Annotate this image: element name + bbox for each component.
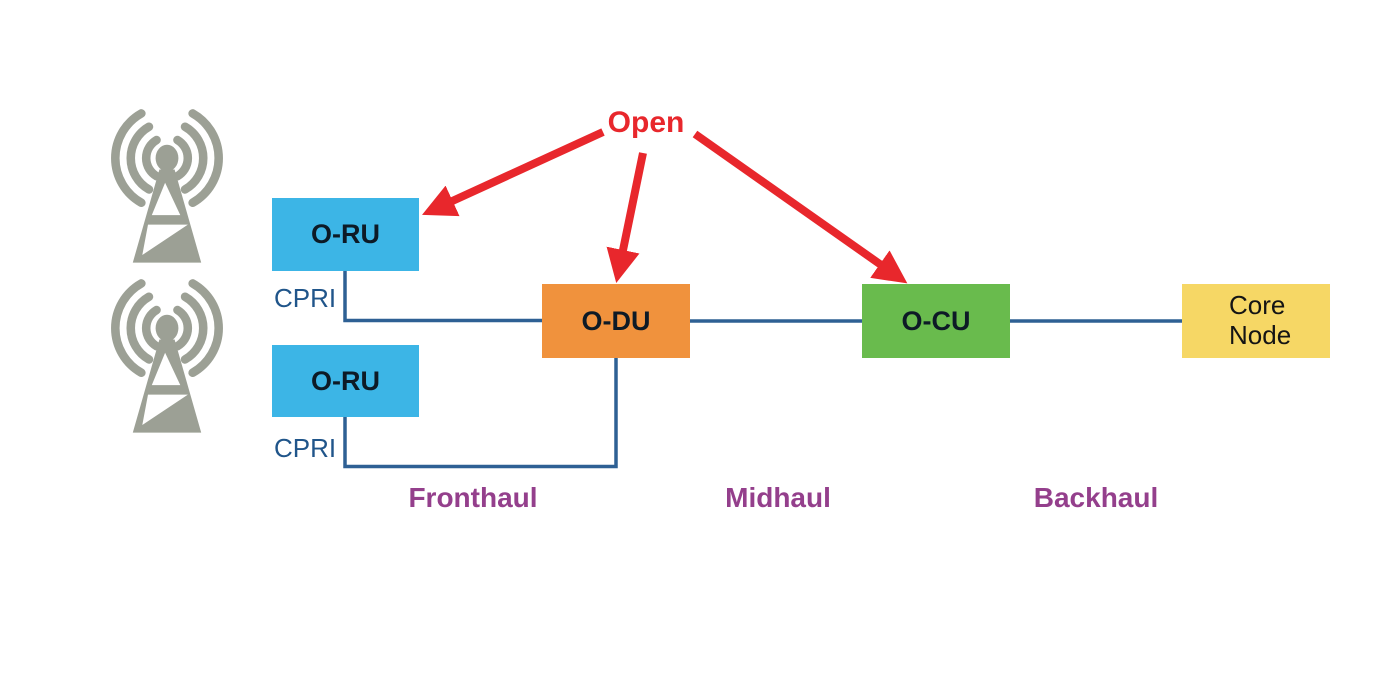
open-callout-label: Open xyxy=(607,106,685,139)
segment-label-fronthaul: Fronthaul xyxy=(408,482,538,513)
node-core-node: Core Node xyxy=(1182,284,1330,358)
node-o-cu-label: O-CU xyxy=(901,305,971,336)
antenna-tower-icon xyxy=(115,113,218,262)
cpri-label-1: CPRI xyxy=(274,283,337,313)
open-arrow-to-odu xyxy=(606,152,647,283)
antenna-tower-icon xyxy=(115,283,218,432)
node-o-cu: O-CU xyxy=(862,284,1010,358)
node-o-ru-2: O-RU xyxy=(272,345,419,417)
cpri-label-2: CPRI xyxy=(274,433,337,463)
segment-label-midhaul: Midhaul xyxy=(725,482,831,513)
node-o-ru-2-label: O-RU xyxy=(311,365,380,396)
connector-oru2-odu xyxy=(343,358,618,469)
node-o-ru-1-label: O-RU xyxy=(311,219,380,249)
open-arrow-to-oru xyxy=(422,128,605,217)
node-o-du-label: O-DU xyxy=(581,305,651,336)
segment-label-backhaul: Backhaul xyxy=(1033,482,1159,513)
open-arrow-to-ocu xyxy=(692,130,908,284)
node-o-ru-1: O-RU xyxy=(272,198,419,271)
connector-oru1-odu xyxy=(343,271,542,323)
node-core-node-label: Core Node xyxy=(1229,290,1292,350)
node-o-du: O-DU xyxy=(542,284,690,358)
